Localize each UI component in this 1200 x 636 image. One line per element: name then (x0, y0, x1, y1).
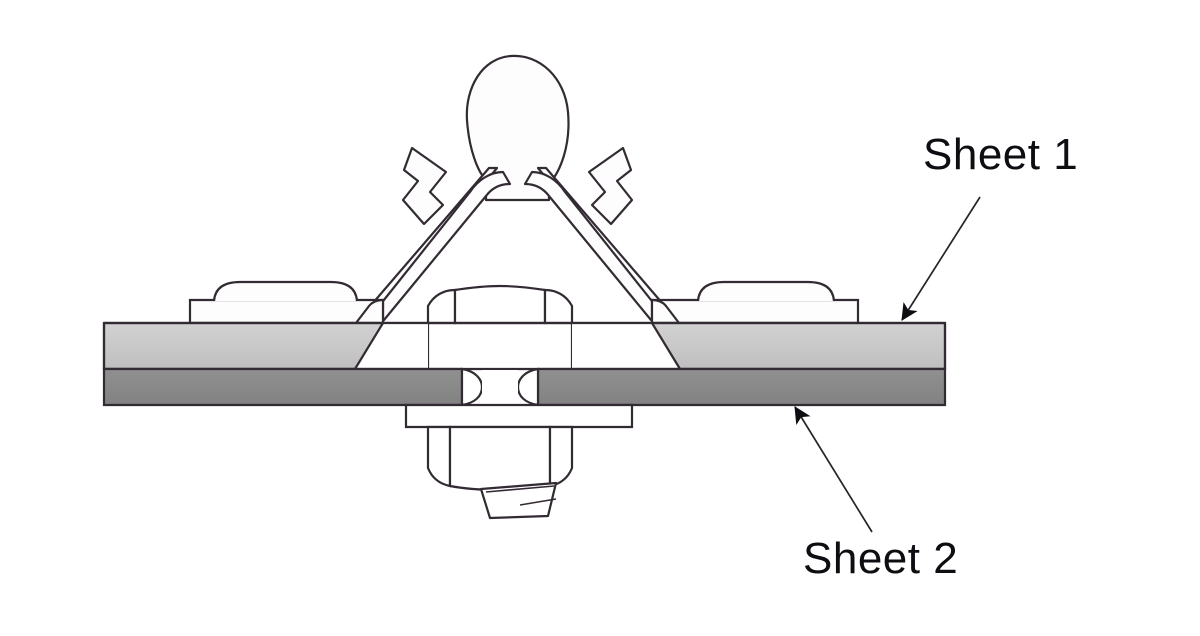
spring-clip-right-knee (650, 298, 681, 325)
spring-clip-right-tab (587, 146, 634, 226)
sheet2-right-plate (536, 367, 947, 407)
bolt-shank-body (482, 369, 518, 405)
upper-hex-nut (426, 284, 574, 325)
sheet1-right-chamfer-edge (651, 322, 681, 370)
leader-lines-group (794, 196, 981, 533)
upper-hex-nut-center-face (453, 284, 547, 325)
spring-clip-left-flange (188, 298, 385, 325)
upper-hex-nut-body (426, 288, 457, 325)
washer-group (404, 403, 634, 429)
spring-clip-right-flange (650, 298, 860, 325)
sheet-2-label: Sheet 2 (803, 534, 959, 583)
spring-clip-group (188, 54, 860, 325)
lower-hex-nut (426, 425, 574, 492)
bolt-tip-thread-line-2 (519, 498, 557, 506)
spring-clip-left-dimple (212, 280, 359, 302)
lower-hex-nut-left-face (426, 425, 452, 488)
spring-clip-right-dimple (696, 280, 836, 302)
spring-clip-left-tab (401, 146, 448, 226)
sheet1-group (102, 321, 947, 371)
sheet1-leader-line (901, 196, 981, 321)
sheet2-leader-line (794, 406, 873, 533)
washer-body (404, 403, 634, 429)
bolt-tip-body (479, 481, 558, 520)
bolt-shank-group (460, 367, 540, 407)
sheet2-group (102, 367, 947, 407)
sheet2-left-plate (102, 367, 464, 407)
sheet1-right-chamfer (572, 323, 680, 369)
sheet-1-label: Sheet 1 (923, 130, 1079, 179)
sheet1-left-chamfer (355, 323, 428, 369)
lower-hex-nut-center-face (448, 425, 552, 492)
lower-hex-nut-right-face (548, 425, 574, 488)
spring-clip-loop (465, 54, 570, 202)
upper-hex-nut-right-face (543, 288, 574, 325)
bolt-tip-group (479, 481, 558, 520)
bolt-tip-thread-line-1 (485, 485, 555, 493)
spring-clip-left-knee (354, 298, 385, 325)
sheet1-left-chamfer-edge (354, 322, 384, 370)
bolt-shank-left-thread (460, 367, 484, 407)
bolt-shank-right-thread (516, 367, 540, 407)
